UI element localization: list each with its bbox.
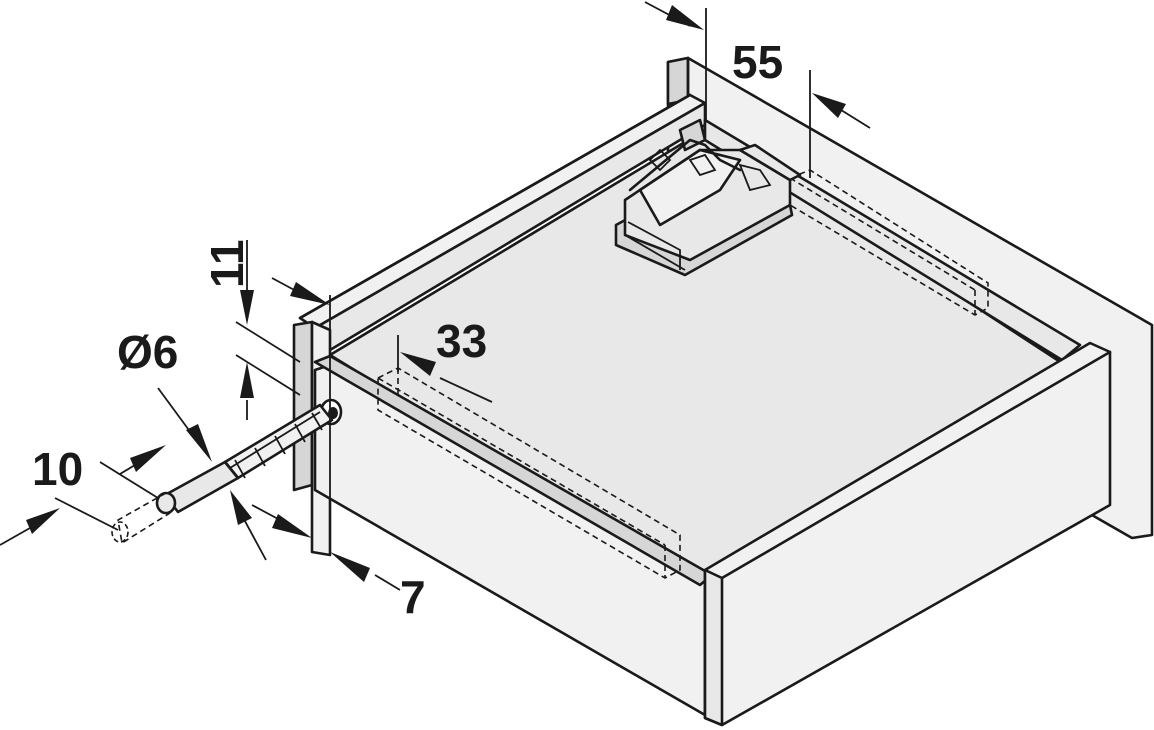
dimension-arrow-icon bbox=[186, 424, 212, 462]
dimension-11-label: 11 bbox=[201, 239, 253, 288]
dimension-arrow-icon bbox=[26, 508, 60, 534]
dimension-arrow-icon bbox=[330, 552, 370, 582]
dimension-arrow-icon bbox=[666, 5, 704, 30]
soft-close-mechanism-icon bbox=[614, 118, 802, 277]
dimension-55: 55 bbox=[644, 1, 871, 178]
drawer-right-front-panel bbox=[703, 341, 1112, 727]
dimension-arrow-icon bbox=[272, 514, 312, 538]
drill-bit-icon bbox=[111, 403, 334, 545]
dimension-arrow-icon bbox=[400, 352, 436, 376]
dimension-arrow-icon bbox=[290, 282, 330, 305]
dimension-diameter-6-label: Ø6 bbox=[117, 326, 178, 378]
dimension-10-label: 10 bbox=[32, 443, 83, 495]
dimension-11: 11 bbox=[201, 239, 301, 420]
dimension-arrow-icon bbox=[130, 445, 166, 472]
dimension-arrow-icon bbox=[240, 290, 254, 325]
dimension-55-label: 55 bbox=[732, 36, 783, 88]
dimension-diameter-6: Ø6 bbox=[117, 326, 267, 561]
dimension-arrow-icon bbox=[230, 490, 252, 525]
dimension-7-label: 7 bbox=[400, 571, 426, 623]
dimension-33-label: 33 bbox=[436, 315, 487, 367]
dimension-arrow-icon bbox=[812, 93, 846, 118]
dimension-10: 10 bbox=[0, 443, 166, 546]
dimension-7-top-ticks bbox=[271, 277, 331, 555]
dimension-arrow-icon bbox=[240, 362, 254, 398]
dimension-7: 7 bbox=[251, 440, 426, 623]
dimension-33: 33 bbox=[397, 315, 493, 403]
